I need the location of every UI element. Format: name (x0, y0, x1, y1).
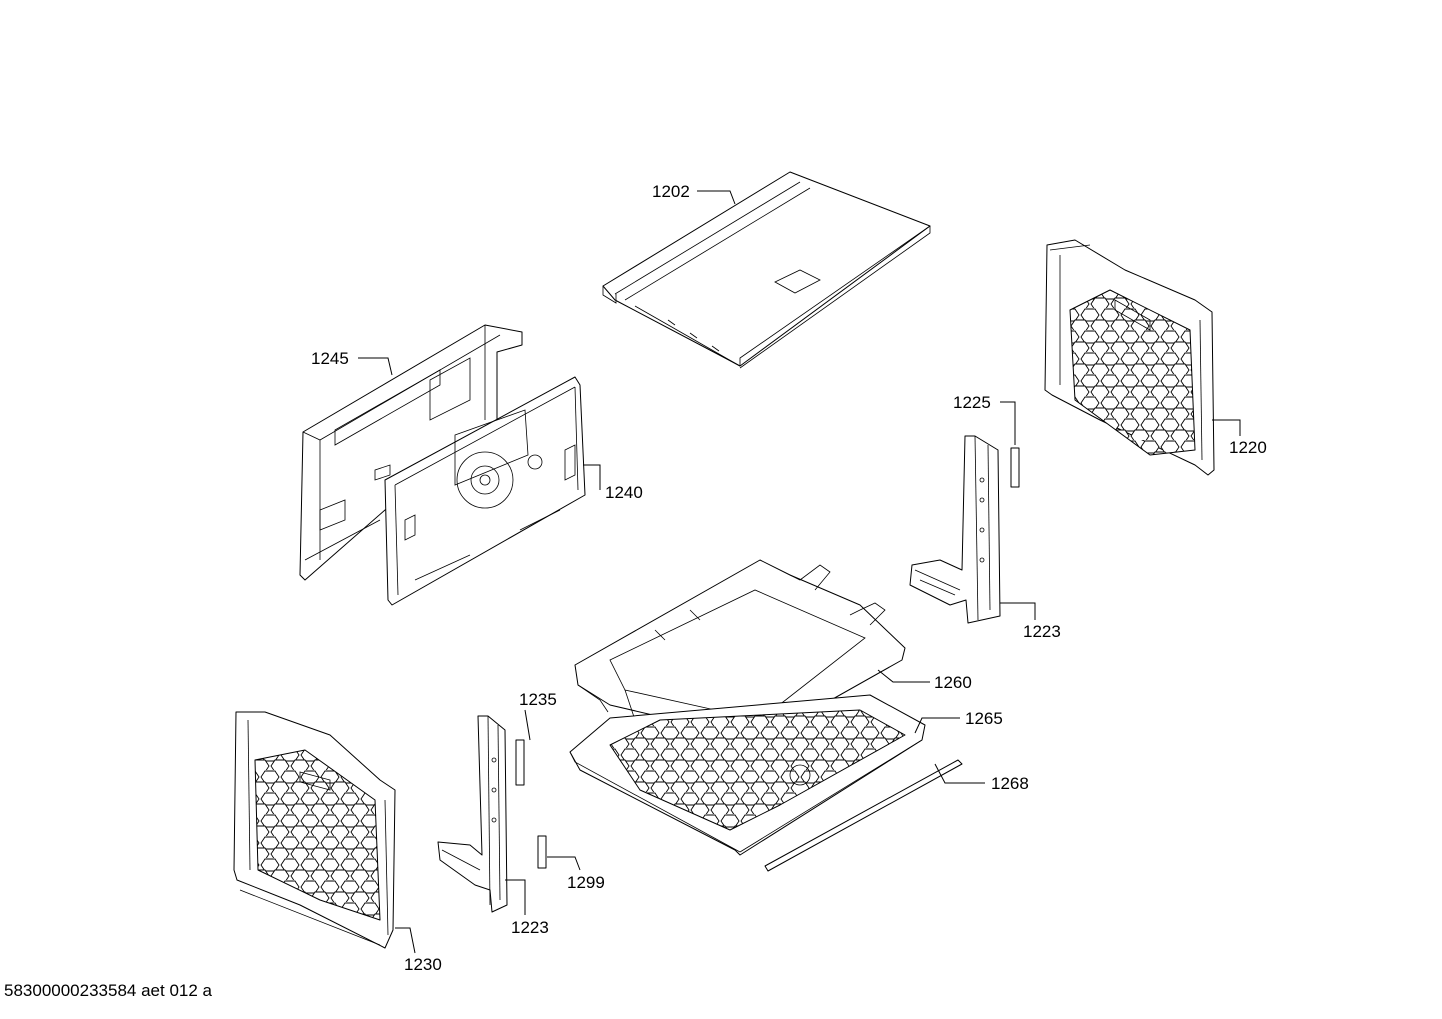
part-1265-bottom-tray[interactable] (569, 694, 926, 856)
part-1223-right-rail[interactable] (909, 435, 1001, 624)
part-1299-clip[interactable] (537, 835, 547, 869)
leader-1240 (583, 464, 601, 490)
part-1245-rear-panel[interactable] (299, 324, 523, 581)
leader-1260 (877, 669, 930, 683)
label-1223-right: 1223 (1023, 622, 1061, 641)
label-1230: 1230 (404, 955, 442, 974)
label-1268: 1268 (991, 774, 1029, 793)
part-1230-left-side-panel[interactable] (233, 711, 396, 949)
leader-1223-right (1000, 602, 1036, 620)
leader-1265 (914, 717, 960, 734)
part-1223-left-rail[interactable] (437, 715, 508, 913)
part-1240-fan-panel[interactable] (384, 376, 586, 606)
label-1225: 1225 (953, 393, 991, 412)
label-1240: 1240 (605, 483, 643, 502)
label-1245: 1245 (311, 349, 349, 368)
label-1235: 1235 (519, 690, 557, 709)
leader-1230 (395, 927, 416, 954)
label-1260: 1260 (934, 673, 972, 692)
leader-1268 (934, 763, 985, 784)
part-1220-right-side-panel[interactable] (1044, 239, 1215, 476)
leader-1225 (1000, 401, 1016, 445)
part-1235-strip[interactable] (515, 739, 525, 786)
part-1260-frame[interactable] (574, 559, 906, 741)
label-1223-left: 1223 (511, 918, 549, 937)
leader-1245 (358, 357, 393, 376)
leader-1235 (524, 709, 531, 741)
label-1265: 1265 (965, 709, 1003, 728)
leader-lines (358, 190, 1241, 954)
leader-1299 (547, 856, 581, 871)
leader-1223-left (505, 879, 526, 915)
label-1299: 1299 (567, 873, 605, 892)
document-code: 58300000233584 aet 012 a (4, 981, 212, 1000)
leader-1220 (1212, 419, 1241, 436)
label-1202: 1202 (652, 182, 690, 201)
part-1202-top-cover[interactable] (602, 171, 931, 369)
part-1225-strip[interactable] (1010, 447, 1020, 488)
label-1220: 1220 (1229, 438, 1267, 457)
part-1268-trim-strip[interactable] (764, 759, 963, 872)
leader-1202 (697, 190, 736, 205)
